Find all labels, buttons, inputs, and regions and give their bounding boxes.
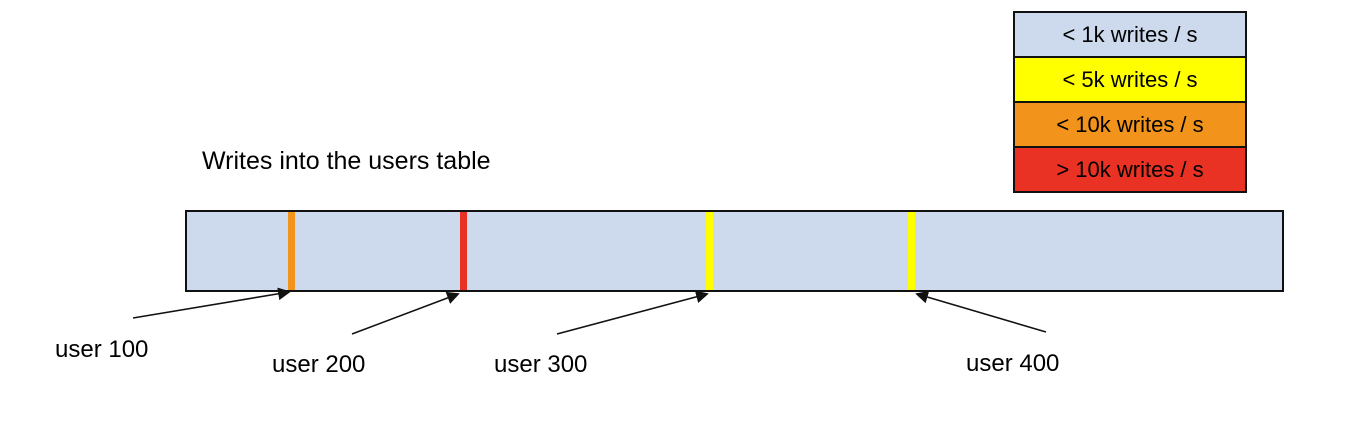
arrow-user-100: [132, 287, 291, 319]
write-hotspot-marker-user-200: [460, 212, 467, 290]
write-hotspot-marker-user-400: [908, 212, 915, 290]
legend-row-lt-5k: < 5k writes / s: [1013, 56, 1247, 103]
write-hotspot-marker-user-300: [706, 212, 713, 290]
diagram-title: Writes into the users table: [202, 147, 491, 175]
arrow-user-400: [915, 290, 1047, 333]
write-hotspot-marker-user-100: [288, 212, 295, 290]
user-300-label: user 300: [494, 351, 588, 378]
arrow-user-300: [556, 290, 709, 335]
arrow-user-200: [351, 291, 460, 335]
user-400-label: user 400: [966, 350, 1060, 377]
legend-row-gt-10k: > 10k writes / s: [1013, 146, 1247, 193]
write-rate-legend: < 1k writes / s < 5k writes / s < 10k wr…: [1013, 11, 1247, 193]
user-200-label: user 200: [272, 351, 366, 378]
users-table-bar: [185, 210, 1284, 292]
legend-row-lt-1k: < 1k writes / s: [1013, 11, 1247, 58]
user-100-label: user 100: [55, 336, 149, 363]
legend-row-lt-10k: < 10k writes / s: [1013, 101, 1247, 148]
